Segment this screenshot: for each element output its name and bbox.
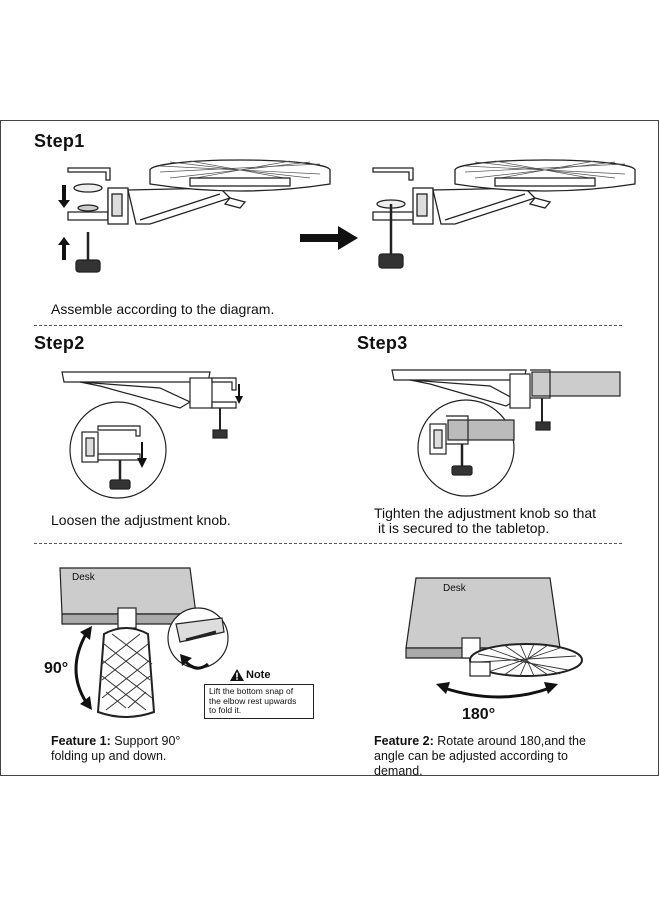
divider-2: [34, 543, 622, 544]
note-box: Lift the bottom snap of the elbow rest u…: [204, 684, 314, 719]
step3-caption-line2: it is secured to the tabletop.: [378, 520, 550, 536]
feature2-text-line1: Feature 2: Rotate around 180,and the: [374, 734, 586, 749]
feature2-text-line3: demand.: [374, 764, 423, 778]
feature1-text-line2: folding up and down.: [51, 749, 167, 763]
feature2-desk-label: Desk: [443, 583, 466, 594]
step3-illustration: [391, 369, 621, 497]
step3-caption-line1: Tighten the adjustment knob so that: [374, 505, 597, 521]
feature2-angle-label: 180°: [462, 706, 496, 723]
step1-caption: Assemble according to the diagram.: [51, 301, 275, 317]
step2-illustration: [61, 371, 243, 499]
instruction-frame: [0, 120, 659, 776]
note-line2: the elbow rest upwards: [209, 695, 297, 706]
note-line1: Lift the bottom snap of: [209, 686, 294, 696]
feature2-illustration: [405, 577, 583, 699]
step1-title: Step1: [34, 131, 85, 151]
step1-before-illustration: [58, 159, 331, 273]
feature2-text-line2: angle can be adjusted according to: [374, 749, 568, 763]
right-arrow-icon: [300, 226, 358, 250]
feature2-label: Feature 2:: [374, 734, 434, 748]
feature2-text: Rotate around 180,and the: [437, 734, 586, 748]
feature1-desk-label: Desk: [72, 572, 95, 583]
step2-title: Step2: [34, 333, 85, 353]
note-line3: to fold it.: [209, 705, 242, 715]
feature1-illustration: [59, 567, 229, 718]
feature1-angle-label: 90°: [44, 660, 69, 677]
feature1-text: Support 90°: [114, 734, 181, 748]
step1-after-illustration: [372, 159, 636, 269]
divider-1: [34, 325, 622, 326]
warning-triangle-icon: [230, 669, 244, 681]
feature1-text-line1: Feature 1: Support 90°: [51, 734, 180, 749]
note-title: Note: [246, 669, 271, 681]
step3-title: Step3: [357, 333, 408, 353]
step2-caption: Loosen the adjustment knob.: [51, 512, 231, 528]
feature1-label: Feature 1:: [51, 734, 111, 748]
